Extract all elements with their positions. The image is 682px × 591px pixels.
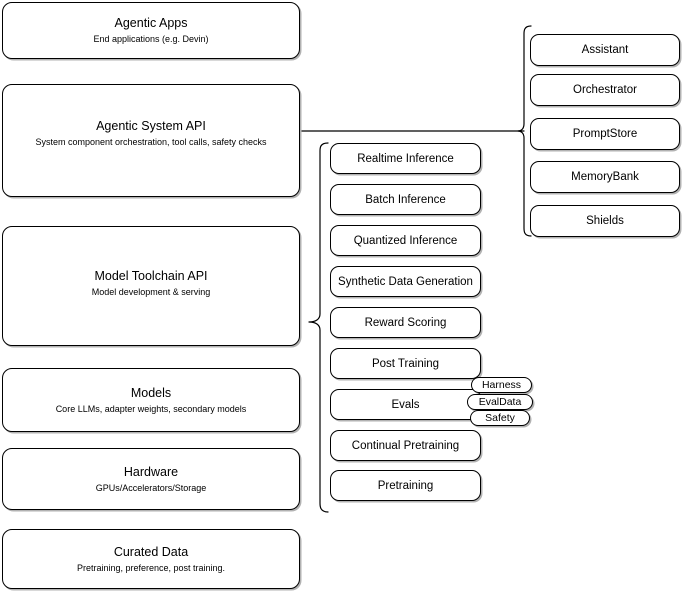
component-reward-scoring[interactable]: Reward Scoring [330, 307, 481, 338]
layer-title: Curated Data [113, 544, 189, 559]
component-label: Batch Inference [365, 193, 446, 206]
layer-title: Hardware [123, 464, 179, 479]
layer-text: Hardware GPUs/Accelerators/Storage [96, 464, 207, 495]
layer-subtitle: End applications (e.g. Devin) [93, 34, 209, 44]
component-label: Orchestrator [573, 84, 637, 96]
layer-text: Agentic Apps End applications (e.g. Devi… [93, 15, 208, 46]
layer-agentic-apps[interactable]: Agentic Apps End applications (e.g. Devi… [2, 2, 300, 59]
component-quantized-inference[interactable]: Quantized Inference [330, 225, 481, 256]
layer-hardware[interactable]: Hardware GPUs/Accelerators/Storage [2, 448, 300, 510]
component-label: Evals [391, 398, 420, 411]
component-label: Quantized Inference [353, 234, 458, 247]
component-pretraining[interactable]: Pretraining [330, 470, 481, 501]
layer-agentic-system-api[interactable]: Agentic System API System component orch… [2, 84, 300, 197]
component-realtime-inference[interactable]: Realtime Inference [330, 143, 481, 174]
component-label: Pretraining [377, 479, 434, 492]
component-label: Post Training [371, 357, 440, 370]
component-batch-inference[interactable]: Batch Inference [330, 184, 481, 215]
evals-subcomponent-label: Harness [481, 379, 522, 391]
layer-text: Model Toolchain API Model development & … [92, 268, 211, 299]
layer-title: Models [130, 385, 172, 400]
layer-models[interactable]: Models Core LLMs, adapter weights, secon… [2, 368, 300, 432]
layer-text: Agentic System API System component orch… [35, 118, 266, 149]
toolchain-components-brace [308, 142, 329, 513]
layer-subtitle: System component orchestration, tool cal… [35, 137, 267, 147]
component-evals[interactable]: Evals [330, 389, 481, 420]
component-label: Synthetic Data Generation [338, 275, 473, 288]
evals-subcomponent-safety[interactable]: Safety [470, 410, 530, 426]
layer-title: Agentic Apps [114, 16, 188, 30]
component-memorybank[interactable]: MemoryBank [530, 161, 680, 193]
layer-model-toolchain-api[interactable]: Model Toolchain API Model development & … [2, 226, 300, 346]
component-label: PromptStore [572, 128, 638, 140]
component-assistant[interactable]: Assistant [530, 34, 680, 66]
component-promptstore[interactable]: PromptStore [530, 118, 680, 150]
component-label: Realtime Inference [357, 152, 454, 165]
layer-subtitle: Core LLMs, adapter weights, secondary mo… [55, 403, 247, 414]
component-label: Assistant [581, 44, 629, 56]
component-label: Continual Pretraining [351, 439, 460, 452]
component-label: MemoryBank [571, 171, 639, 183]
evals-subcomponent-label: EvalData [478, 396, 522, 408]
layer-subtitle: Pretraining, preference, post training. [76, 562, 226, 573]
layer-title: Agentic System API [96, 119, 206, 133]
component-orchestrator[interactable]: Orchestrator [530, 74, 680, 106]
component-post-training[interactable]: Post Training [330, 348, 481, 379]
component-continual-pretraining[interactable]: Continual Pretraining [330, 430, 481, 461]
component-label: Reward Scoring [364, 316, 447, 329]
evals-subcomponent-label: Safety [485, 412, 515, 424]
evals-subcomponent-evaldata[interactable]: EvalData [467, 394, 533, 410]
component-synthetic-data-generation[interactable]: Synthetic Data Generation [330, 266, 481, 297]
layer-curated-data[interactable]: Curated Data Pretraining, preference, po… [2, 529, 300, 589]
layer-text: Models Core LLMs, adapter weights, secon… [56, 385, 247, 416]
layer-text: Curated Data Pretraining, preference, po… [77, 544, 225, 575]
component-shields[interactable]: Shields [530, 205, 680, 237]
layer-title: Model Toolchain API [94, 268, 208, 283]
component-label: Shields [586, 215, 624, 227]
layer-subtitle: Model development & serving [91, 286, 211, 297]
layer-subtitle: GPUs/Accelerators/Storage [95, 482, 207, 493]
evals-subcomponent-harness[interactable]: Harness [471, 377, 532, 393]
